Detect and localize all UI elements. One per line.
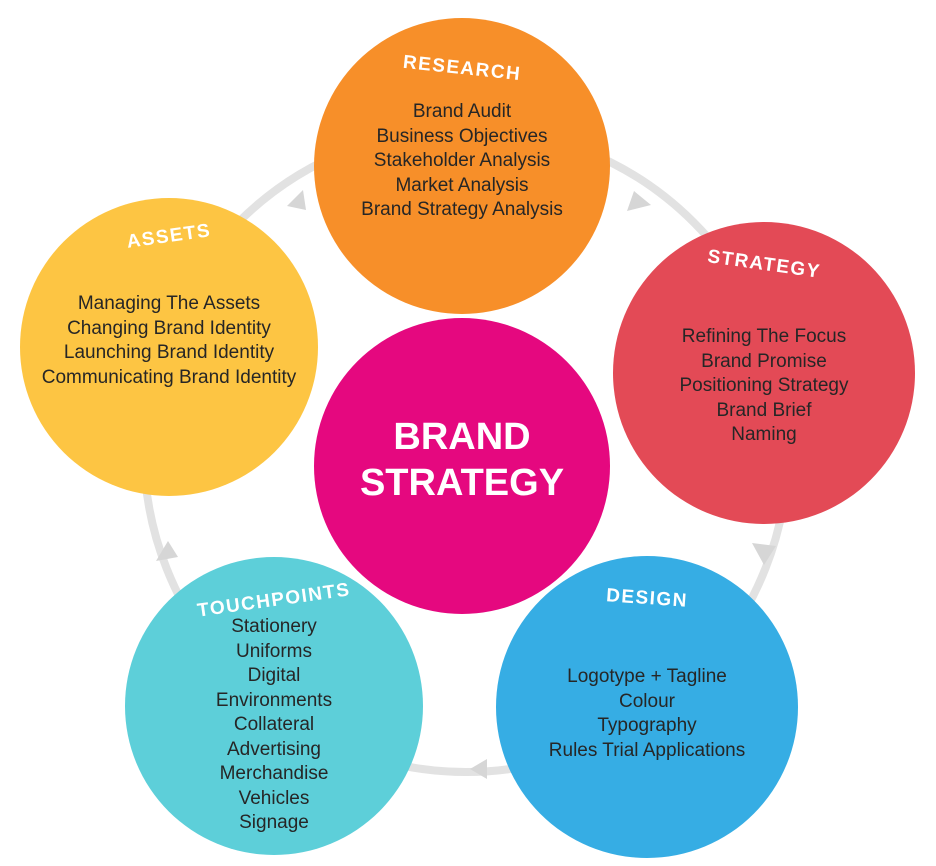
center-title-line2: STRATEGY: [359, 462, 565, 504]
touchpoints-item: Stationery: [231, 616, 317, 637]
touchpoints-item: Advertising: [227, 738, 321, 760]
research-item: Brand Audit: [412, 101, 512, 122]
arrow-research-to-strategy-icon: [627, 191, 651, 211]
strategy-items: Refining The Focus Brand Promise Positio…: [613, 325, 915, 448]
arrow-assets-to-research-icon: [287, 190, 306, 210]
assets-items: Managing The Assets Changing Brand Ident…: [20, 292, 318, 390]
design-item: Typography: [597, 715, 697, 736]
assets-item: Communicating Brand Identity: [41, 366, 297, 388]
center-title: BRAND STRATEGY: [314, 414, 610, 506]
strategy-node: STRATEGY Refining The Focus Brand Promis…: [613, 222, 915, 524]
touchpoints-item: Uniforms: [235, 640, 312, 662]
strategy-item: Brand Brief: [716, 399, 812, 421]
strategy-item: Positioning Strategy: [679, 375, 849, 396]
research-item: Business Objectives: [376, 125, 548, 147]
design-items: Logotype + Tagline Colour Typography Rul…: [496, 665, 798, 763]
research-item: Market Analysis: [395, 174, 529, 196]
assets-item: Changing Brand Identity: [67, 317, 271, 339]
touchpoints-items: Stationery Uniforms Digital Environments…: [125, 615, 423, 836]
assets-item: Launching Brand Identity: [63, 342, 275, 363]
arrow-strategy-to-design-icon: [752, 543, 776, 565]
design-item: Logotype + Tagline: [567, 666, 727, 687]
touchpoints-item: Merchandise: [219, 763, 329, 784]
strategy-item: Naming: [731, 424, 797, 445]
center-node: BRAND STRATEGY: [314, 318, 610, 614]
center-title-line1: BRAND: [393, 416, 531, 458]
touchpoints-node: TOUCHPOINTS Stationery Uniforms Digital …: [125, 557, 423, 855]
touchpoints-item: Environments: [215, 689, 333, 711]
research-item: Brand Strategy Analysis: [361, 199, 563, 220]
research-item: Stakeholder Analysis: [373, 150, 551, 171]
strategy-item: Refining The Focus: [681, 326, 847, 347]
assets-node: ASSETS Managing The Assets Changing Bran…: [20, 198, 318, 496]
assets-item: Managing The Assets: [77, 293, 261, 314]
research-node: RESEARCH Brand Audit Business Objectives…: [314, 18, 610, 314]
research-items: Brand Audit Business Objectives Stakehol…: [314, 100, 610, 223]
touchpoints-item: Signage: [239, 812, 309, 833]
design-node: DESIGN Logotype + Tagline Colour Typogra…: [496, 556, 798, 858]
touchpoints-item: Collateral: [233, 714, 315, 735]
arrow-touchpoints-to-assets-icon: [156, 541, 178, 561]
design-item: Rules Trial Applications: [548, 739, 746, 761]
design-item: Colour: [619, 690, 675, 712]
touchpoints-item: Vehicles: [238, 787, 310, 809]
arrow-design-to-touchpoints-icon: [470, 759, 487, 779]
strategy-item: Brand Promise: [701, 350, 827, 372]
touchpoints-item: Digital: [247, 665, 301, 686]
